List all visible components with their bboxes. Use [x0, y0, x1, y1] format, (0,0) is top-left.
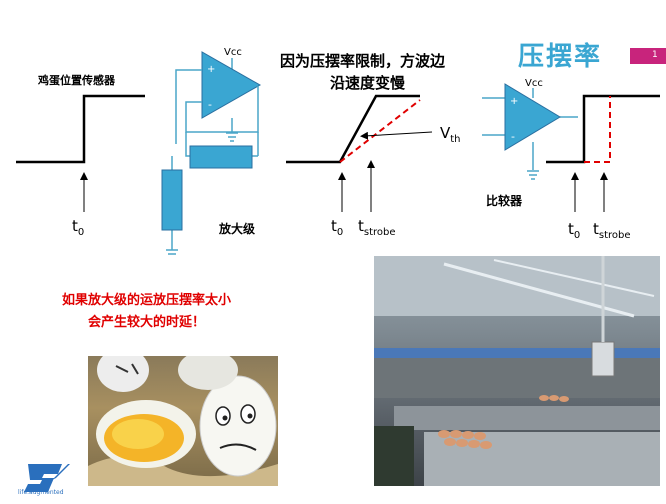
- comp-minus-sign: -: [511, 130, 515, 143]
- page-number-box: [630, 48, 666, 64]
- vth-label: Vth: [440, 124, 461, 145]
- amplifier-opamp: [201, 51, 262, 142]
- comparator-label: 比较器: [486, 194, 523, 208]
- amp-minus-sign: -: [208, 98, 212, 111]
- sensor-label: 鸡蛋位置传感器: [38, 74, 115, 87]
- vcc-label-1: Vcc: [224, 47, 242, 58]
- eggs-cartoon-photo: [88, 356, 278, 486]
- egg-factory-photo: [374, 256, 660, 486]
- feedback-resistor: [189, 145, 253, 169]
- signal-chain-diagram: t0 Vcc + - Vth: [16, 47, 660, 255]
- logo-text: life.augmented: [18, 489, 64, 496]
- t0-label-2: t0: [331, 217, 343, 238]
- slew-note-line1: 因为压摆率限制，方波边: [280, 52, 446, 70]
- amplifier-feedback-network: [166, 69, 259, 255]
- amp-stage-label: 放大级: [219, 222, 256, 236]
- st-logo-icon: [24, 464, 70, 492]
- vcc-label-2: Vcc: [525, 78, 543, 89]
- eggs-illustration: [88, 356, 278, 486]
- comparator-opamp: [482, 83, 578, 180]
- t0-label-3: t0: [568, 220, 580, 241]
- sensor-step-waveform: [16, 94, 145, 164]
- slew-note-line2: 沿速度变慢: [330, 74, 406, 92]
- t0-label-1: t0: [72, 217, 84, 238]
- delay-warning: 如果放大级的运放压摆率太小 会产生较大的时延！: [62, 290, 231, 334]
- amp-plus-sign: +: [207, 64, 215, 75]
- delay-warning-line2: 会产生较大的时延！: [88, 315, 206, 330]
- factory-illustration: [374, 256, 660, 486]
- page-number: 1: [652, 50, 658, 60]
- tstrobe-label-1: tstrobe: [358, 217, 396, 238]
- slewed-waveform: [286, 94, 420, 164]
- delay-warning-line1: 如果放大级的运放压摆率太小: [62, 293, 232, 308]
- tstrobe-label-2: tstrobe: [593, 220, 631, 241]
- comp-plus-sign: +: [510, 96, 518, 107]
- comparator-output-waveform: [546, 94, 660, 164]
- slide-title: 压摆率: [518, 42, 603, 72]
- ground-resistor: [161, 169, 183, 231]
- ideal-edge-dashed: [339, 99, 421, 163]
- vth-arrow: [360, 131, 433, 140]
- delayed-output-dashed: [584, 96, 611, 163]
